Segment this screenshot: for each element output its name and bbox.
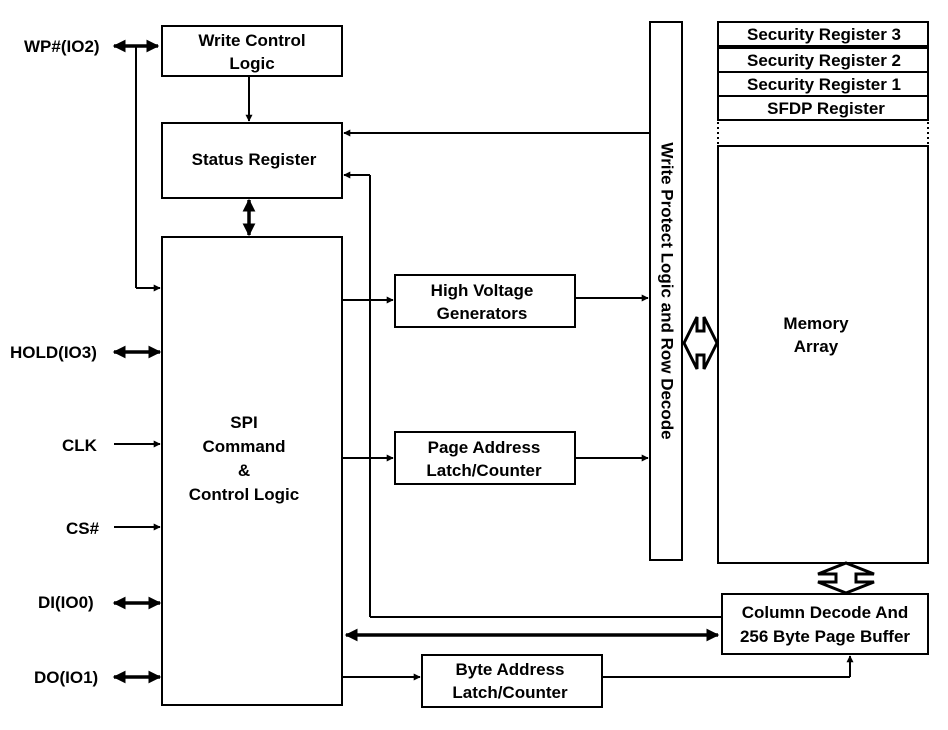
spi-label-4: Control Logic xyxy=(189,485,299,504)
security-register-1-label: Security Register 1 xyxy=(747,75,901,94)
wp-connection xyxy=(112,39,161,292)
spi-label-3: & xyxy=(238,461,250,480)
spi-label-2: Command xyxy=(202,437,285,456)
pin-do-label: DO(IO1) xyxy=(34,668,98,687)
security-register-3-label: Security Register 3 xyxy=(747,25,901,44)
high-voltage-generators-block: High Voltage Generators xyxy=(394,274,576,328)
sfdp-register-label: SFDP Register xyxy=(767,99,885,118)
status-register-label: Status Register xyxy=(192,150,317,169)
high-voltage-label-2: Generators xyxy=(437,304,528,323)
pin-wp-label: WP#(IO2) xyxy=(24,37,100,56)
column-decode-page-buffer-block: Column Decode And 256 Byte Page Buffer xyxy=(721,593,929,655)
column-decode-label-2: 256 Byte Page Buffer xyxy=(740,627,910,646)
memory-array-block: Memory Array xyxy=(717,145,929,564)
write-control-label-2: Logic xyxy=(229,54,274,73)
pin-clk-label: CLK xyxy=(62,436,98,455)
status-register-block: Status Register xyxy=(161,122,343,199)
write-control-label-1: Write Control xyxy=(198,31,305,50)
page-address-latch-block: Page Address Latch/Counter xyxy=(394,431,576,485)
row-decode-memory-bus-arrow xyxy=(682,316,719,370)
security-register-2-label: Security Register 2 xyxy=(747,51,901,70)
pin-hold-label: HOLD(IO3) xyxy=(10,343,97,362)
write-protect-row-decode-block: Write Protect Logic and Row Decode xyxy=(649,21,683,561)
column-decode-feedback-line xyxy=(343,171,722,618)
spi-control-logic-block: SPI Command & Control Logic xyxy=(161,236,343,706)
memory-column-decode-bus-arrow xyxy=(817,561,875,595)
memory-array-label-2: Array xyxy=(794,337,839,356)
write-control-logic-block: Write Control Logic xyxy=(161,25,343,77)
write-protect-label: Write Protect Logic and Row Decode xyxy=(658,142,677,439)
page-address-label-1: Page Address xyxy=(428,438,541,457)
byte-address-to-column-decode-arrow xyxy=(602,655,854,678)
column-decode-label-1: Column Decode And xyxy=(742,603,909,622)
memory-array-label-1: Memory xyxy=(783,314,849,333)
spi-label-1: SPI xyxy=(230,413,257,432)
register-stack: Security Register 3 Security Register 2 … xyxy=(717,21,929,146)
byte-address-latch-block: Byte Address Latch/Counter xyxy=(421,654,603,708)
byte-address-label-1: Byte Address xyxy=(456,660,565,679)
byte-address-label-2: Latch/Counter xyxy=(452,683,568,702)
pin-cs-label: CS# xyxy=(66,519,100,538)
high-voltage-label-1: High Voltage xyxy=(431,281,534,300)
page-address-label-2: Latch/Counter xyxy=(426,461,542,480)
pin-di-label: DI(IO0) xyxy=(38,593,94,612)
